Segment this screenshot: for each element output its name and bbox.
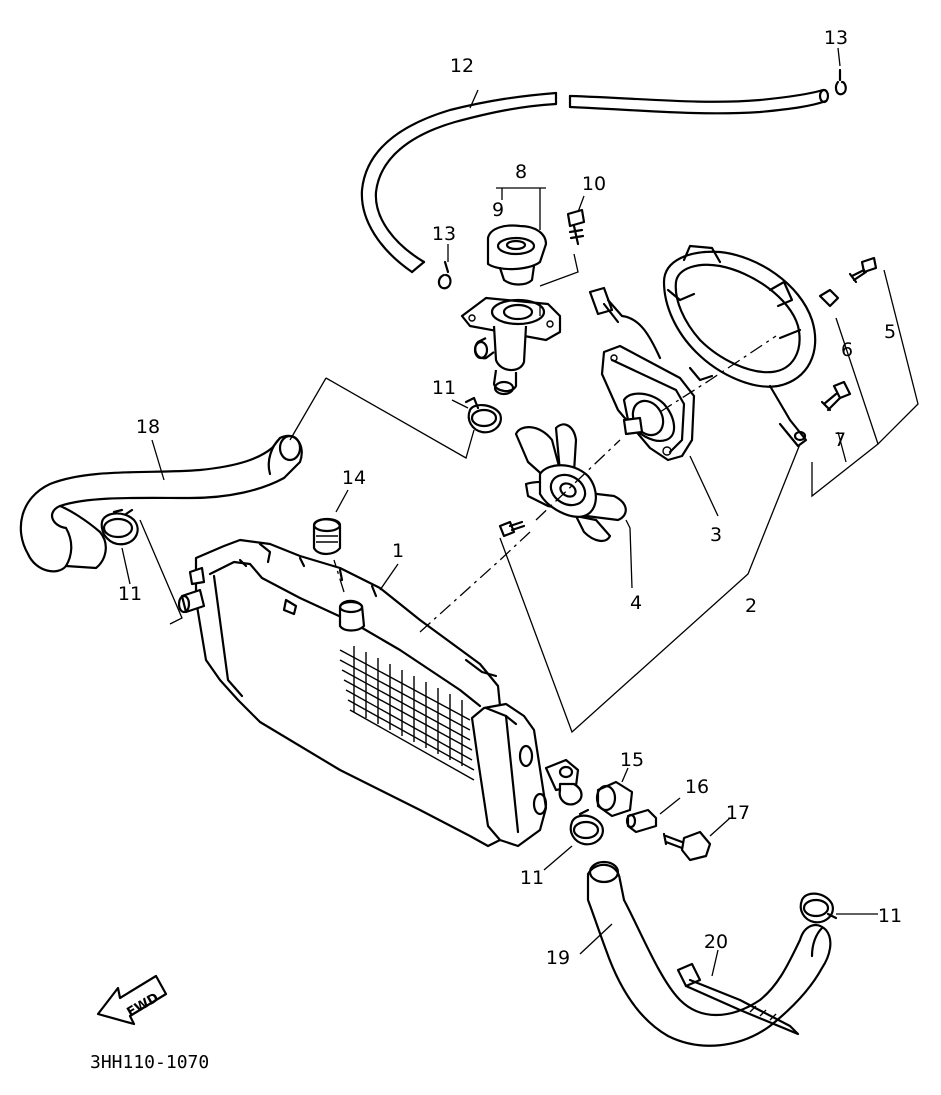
callout-labels: 1 2 3 4 5 6 7 8 9 10 11 11 11 11 12 13 1… [118,27,902,969]
callout-1: 1 [392,540,404,562]
callout-13-left: 13 [432,223,456,245]
rubber-damper [595,780,634,818]
callout-9: 9 [492,199,504,221]
cable-tie [676,962,800,1036]
radiator-plug [312,517,342,556]
callout-3: 3 [710,524,722,546]
callout-11-left: 11 [118,583,142,605]
callout-6: 6 [841,339,853,361]
fan-mount-bolt [498,520,526,538]
callout-2: 2 [745,595,757,617]
callout-5: 5 [884,321,896,343]
callout-12: 12 [450,55,474,77]
callout-8: 8 [515,161,527,183]
shroud-screw-top [848,256,878,284]
callout-4: 4 [630,592,642,614]
hose-clamp-lower-right [799,892,838,924]
callout-20: 20 [704,931,728,953]
hose-clamp-lower-left [569,808,604,846]
hose-clip-left [437,260,452,290]
fan-shroud [662,244,817,448]
shroud-nut [818,288,840,308]
upper-radiator-hose [19,434,303,573]
shroud-bolt [820,380,852,412]
filler-screw [566,208,586,246]
fan-wire-connector [588,286,662,360]
leader-lines [121,47,919,977]
callout-13-top: 13 [824,27,848,49]
callout-10: 10 [582,173,606,195]
callout-16: 16 [685,776,709,798]
diagram-code: 3HH110-1070 [90,1052,209,1073]
fan-motor [600,344,696,462]
callout-17: 17 [726,802,750,824]
hose-clamp-upper-right [464,396,502,434]
mount-bolt [662,830,712,862]
overflow-hose [360,88,830,274]
hose-clamp-upper-left [100,508,139,546]
callout-15: 15 [620,749,644,771]
callout-14: 14 [342,467,366,489]
hose-clip-top-right [834,68,847,96]
radiator-core [177,538,583,848]
forward-arrow-icon: FWD [96,974,168,1026]
callout-11-right: 11 [878,905,902,927]
callout-11-lower: 11 [520,867,544,889]
fan-blade [514,423,627,542]
filler-neck [460,296,562,396]
radiator-cap [486,224,548,286]
callout-11-upper: 11 [432,377,456,399]
callout-18: 18 [136,416,160,438]
callout-7: 7 [834,429,846,451]
lower-radiator-hose [586,860,832,1047]
callout-19: 19 [546,947,570,969]
collar [625,808,658,834]
